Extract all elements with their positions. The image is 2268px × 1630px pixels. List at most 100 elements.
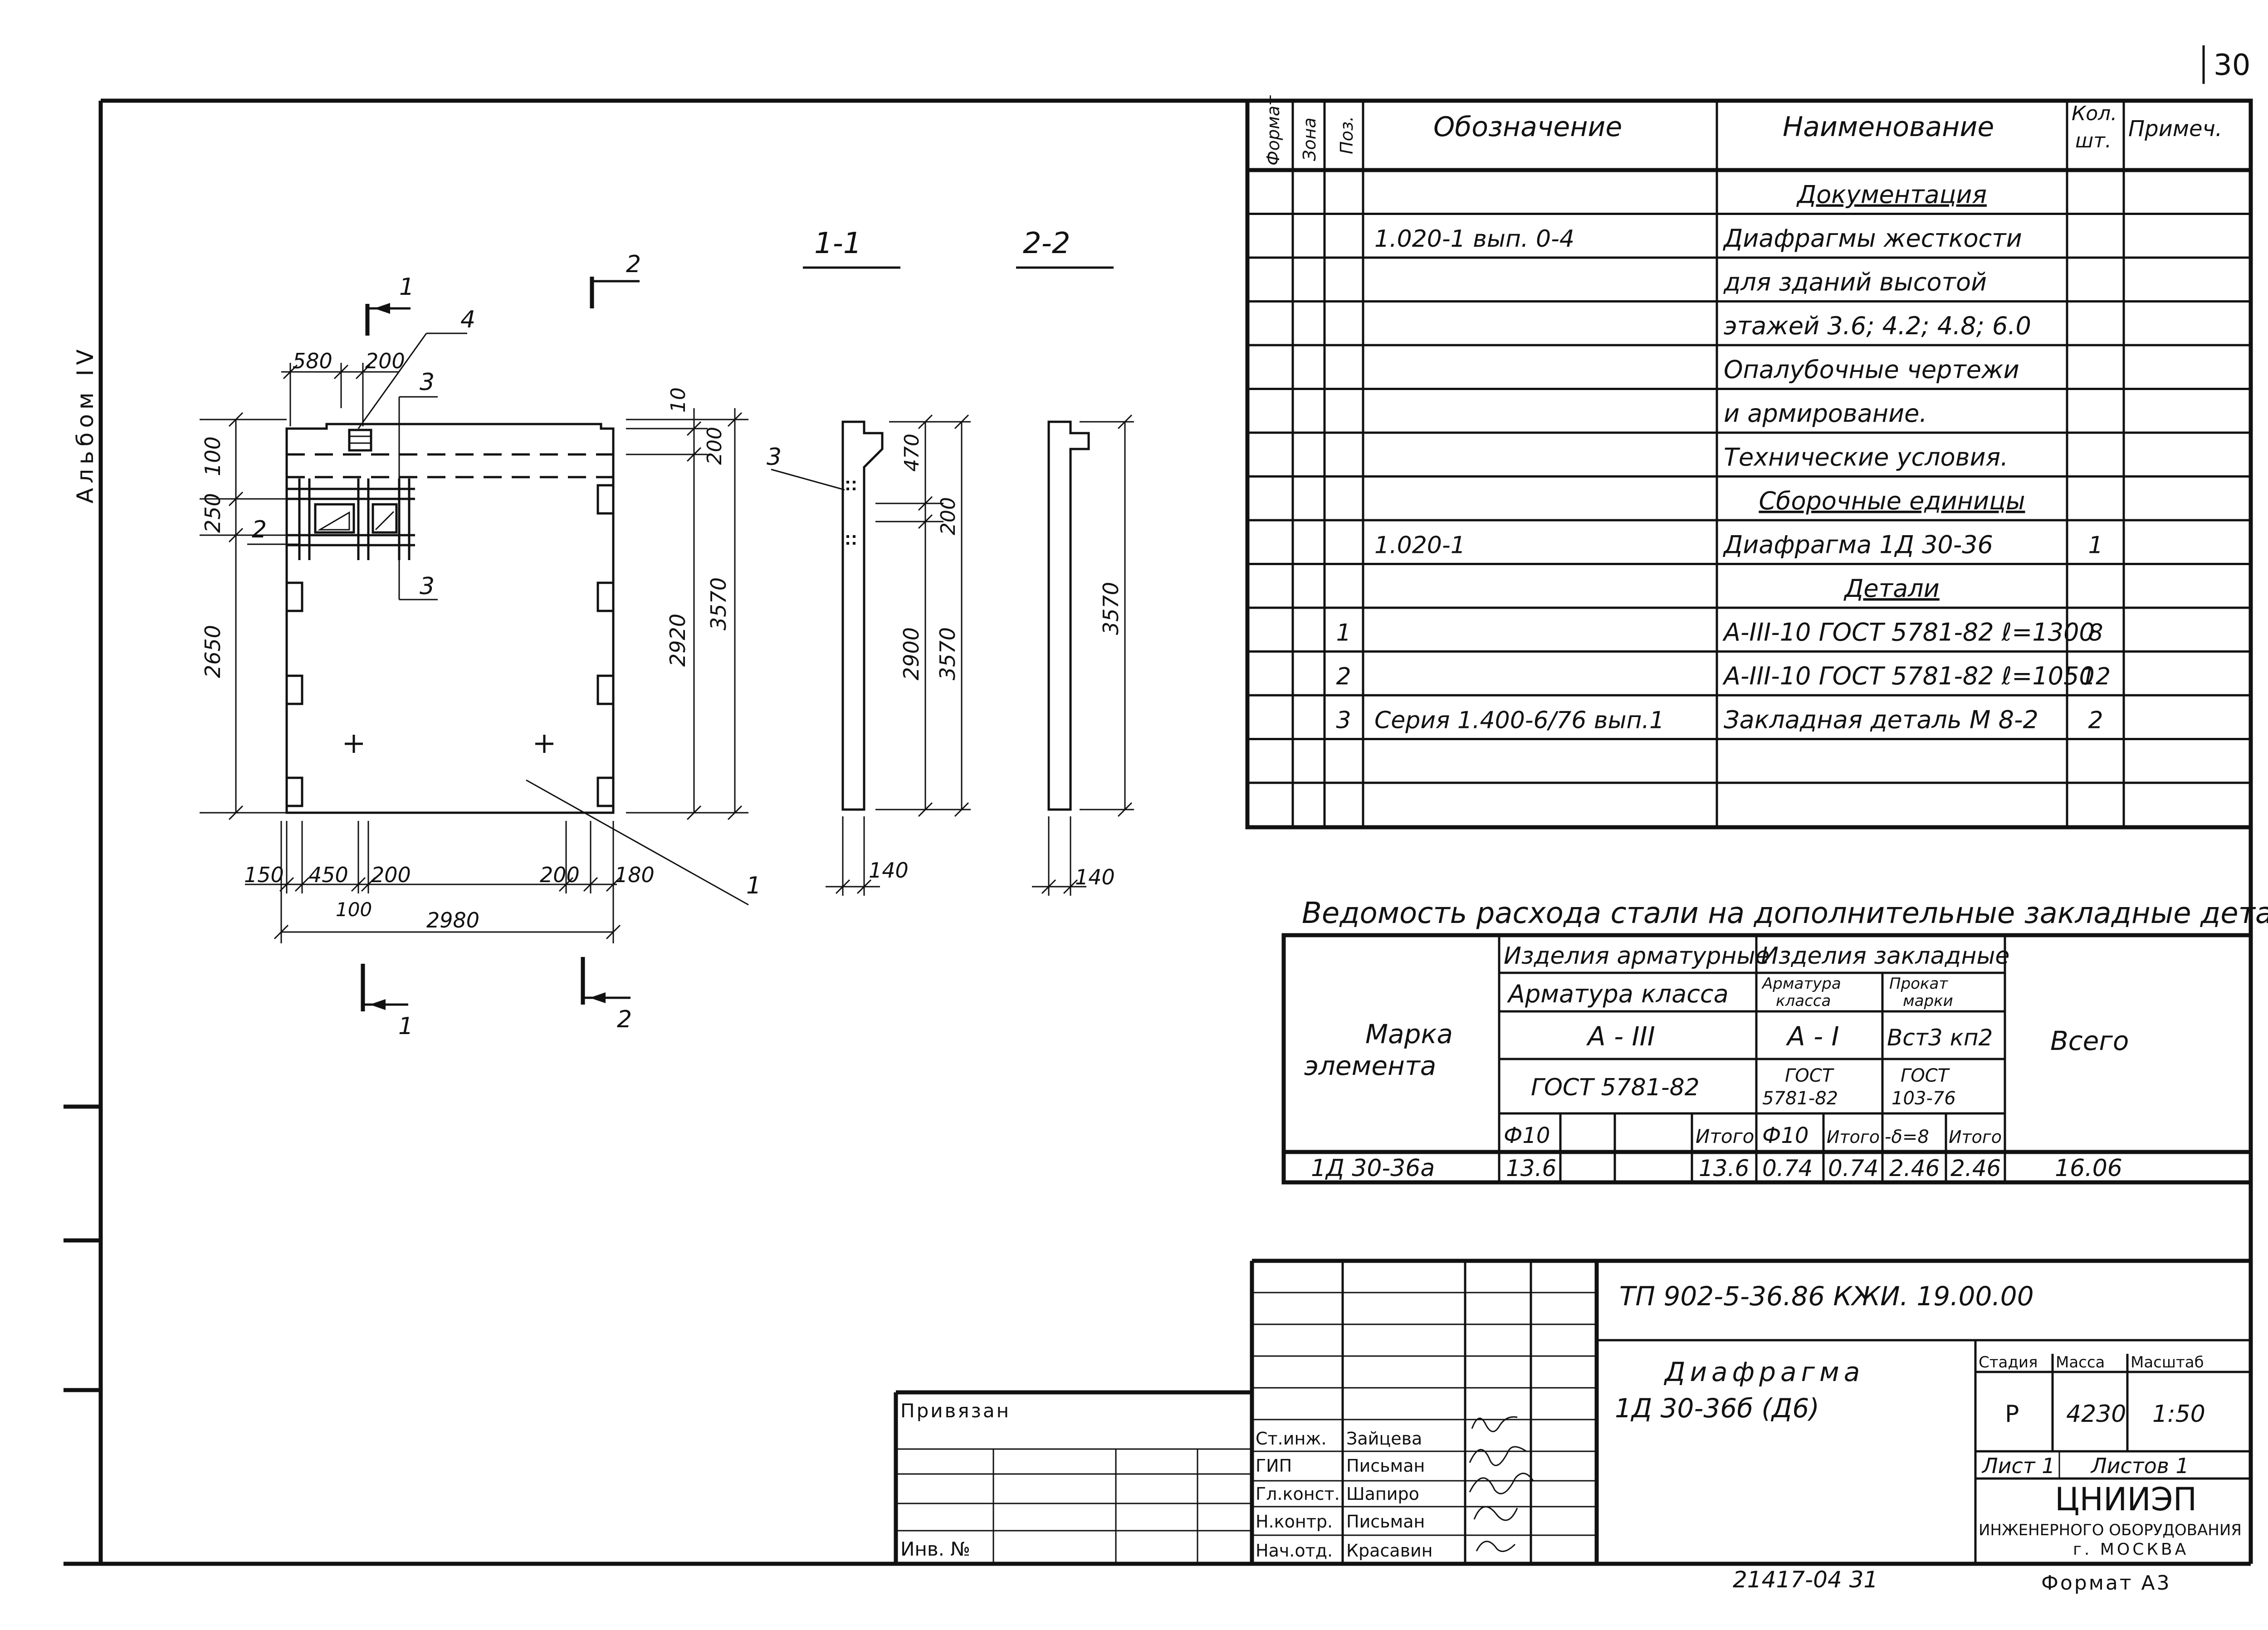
steel-a3: А - III	[1586, 1021, 1655, 1052]
dim-2920: 2920	[665, 614, 690, 667]
inv-label: Инв. №	[900, 1538, 970, 1560]
scale-label: Масштаб	[2131, 1353, 2204, 1371]
spec-row-designation: 1.020-1 вып. 0-4	[1374, 225, 1574, 253]
dim-140-s2: 140	[1075, 865, 1115, 889]
section-label-1-1: 1-1	[814, 227, 862, 260]
front-dims-top: 580 200	[281, 349, 405, 426]
spec-header-format: Формат	[1263, 95, 1283, 166]
spec-row-name: Диафрагма 1Д 30-36	[1723, 531, 1993, 559]
steel-embedded-items: Изделия закладные	[1761, 942, 2009, 970]
dim-580: 580	[293, 349, 332, 373]
front-dims-left: 100 250 2650	[200, 412, 287, 820]
svg-text:1: 1	[398, 1013, 413, 1040]
spec-row-qty: 2	[2088, 707, 2103, 734]
spec-row-pos: 2	[1336, 663, 1351, 690]
svg-text:марки: марки	[1903, 992, 1953, 1010]
spec-row-name: Сборочные единицы	[1759, 487, 2025, 515]
steel-row-total: 16.06	[2055, 1155, 2122, 1182]
dim-100: 100	[200, 436, 225, 476]
spec-table: Формат Зона Поз. Обозначение Наименовани…	[1245, 95, 2253, 830]
mass-label: Масса	[2056, 1353, 2105, 1371]
steel-row-phi10: 13.6	[1506, 1155, 1556, 1181]
svg-text:шт.: шт.	[2075, 129, 2112, 152]
steel-gost-a3: ГОСТ 5781-82	[1531, 1074, 1700, 1101]
dim-180: 180	[615, 863, 655, 887]
spec-row-name: этажей 3.6; 4.2; 4.8; 6.0	[1724, 312, 2031, 340]
spec-row-name: Технические условия.	[1724, 443, 2008, 472]
dim-200-top: 200	[365, 349, 405, 373]
front-dims-right: 10 200 2920 3570	[626, 387, 748, 820]
steel-title: Ведомость расхода стали на дополнительны…	[1302, 897, 2268, 930]
staff-role: Гл.конст.	[1256, 1484, 1340, 1504]
dim-100-b: 100	[336, 898, 372, 921]
svg-text:Прокат: Прокат	[1889, 975, 1948, 993]
svg-text:элемента: элемента	[1304, 1050, 1436, 1081]
spec-row-qty: 8	[2088, 620, 2103, 647]
steel-row-mark: 1Д 30-36а	[1311, 1155, 1435, 1182]
dim-450: 450	[308, 863, 348, 887]
dim-250: 250	[200, 493, 225, 533]
staff-name: Красавин	[1346, 1541, 1433, 1561]
stage-value: Р	[2005, 1401, 2019, 1428]
spec-row-name: Диафрагмы жесткости	[1723, 224, 2022, 253]
svg-text:103-76: 103-76	[1892, 1088, 1956, 1109]
svg-text:1: 1	[399, 273, 414, 301]
steel-col-phi10: Ф10	[1504, 1123, 1550, 1148]
steel-col-phi10b: Ф10	[1762, 1123, 1809, 1148]
spec-header-zone: Зона	[1300, 117, 1320, 161]
spec-row-name: А-III-10 ГОСТ 5781-82 ℓ=1050	[1722, 662, 2095, 690]
stage-label: Стадия	[1979, 1353, 2038, 1371]
page-number: 30	[2214, 49, 2250, 82]
title-line2: 1Д 30-36б (Д6)	[1615, 1393, 1819, 1424]
section-2-2: 2-2 3570 140	[1016, 227, 1134, 896]
spec-header-qty: Кол.	[2072, 102, 2117, 125]
svg-text:класса: класса	[1776, 992, 1831, 1010]
front-dims-bottom: 150 450 200 100 200 180 2980	[244, 821, 655, 943]
mass-value: 4230	[2066, 1401, 2126, 1428]
spec-header-note: Примеч.	[2128, 116, 2222, 142]
callout-3-s1: 3	[767, 444, 782, 471]
dim-200-b1: 200	[371, 863, 411, 887]
spec-row-name: Детали	[1843, 574, 1940, 603]
staff-role: Нач.отд.	[1256, 1541, 1333, 1561]
spec-row-pos: 3	[1336, 707, 1351, 734]
front-view	[285, 423, 615, 814]
steel-row-delta: 2.46	[1889, 1155, 1940, 1181]
spec-row-qty: 12	[2081, 663, 2111, 690]
dim-470: 470	[900, 434, 924, 472]
spec-row-designation: Серия 1.400-6/76 вып.1	[1374, 707, 1664, 734]
callout-1: 1	[746, 872, 761, 899]
spec-row-name: для зданий высотой	[1723, 268, 1987, 297]
cut-marks: 1 2 1 2	[361, 251, 641, 1040]
spec-row-pos: 1	[1336, 620, 1351, 647]
dim-150: 150	[244, 863, 284, 887]
sheet-label: Лист 1	[1981, 1454, 2055, 1478]
staff-role: Н.контр.	[1256, 1512, 1333, 1532]
steel-row-itogo1: 13.6	[1699, 1155, 1749, 1181]
dim-3570-s2: 3570	[1099, 582, 1123, 635]
svg-text:ГОСТ: ГОСТ	[1785, 1065, 1835, 1086]
spec-row-name: и армирование.	[1724, 399, 1927, 428]
dim-2650: 2650	[200, 625, 225, 678]
staff-name: Шапиро	[1346, 1484, 1419, 1504]
svg-text:2: 2	[626, 251, 641, 278]
spec-header-designation: Обозначение	[1433, 111, 1622, 143]
dim-200-b2: 200	[540, 863, 580, 887]
steel-col-itogo3: Итого	[1949, 1127, 2002, 1147]
steel-total-header: Всего	[2050, 1025, 2129, 1056]
staff-name: Зайцева	[1346, 1429, 1422, 1449]
dim-3570-s1: 3570	[935, 627, 960, 680]
dim-200-s1: 200	[937, 497, 960, 535]
title-code: ТП 902-5-36.86 КЖИ. 19.00.00	[1619, 1281, 2034, 1312]
dim-200-r: 200	[703, 427, 726, 465]
org-line2: ИНЖЕНЕРНОГО ОБОРУДОВАНИЯ	[1979, 1521, 2242, 1539]
dim-2900: 2900	[899, 627, 924, 680]
svg-text:Арматура: Арматура	[1761, 975, 1841, 993]
steel-col-delta: -δ=8	[1885, 1127, 1929, 1147]
scale-value: 1:50	[2152, 1401, 2205, 1428]
spec-header-pos: Поз.	[1337, 116, 1357, 154]
album-label: Альбом IV	[72, 345, 98, 503]
steel-a1: А - I	[1785, 1021, 1839, 1052]
org-name: ЦНИИЭП	[2055, 1481, 2197, 1518]
spec-row-qty: 1	[2088, 532, 2103, 559]
